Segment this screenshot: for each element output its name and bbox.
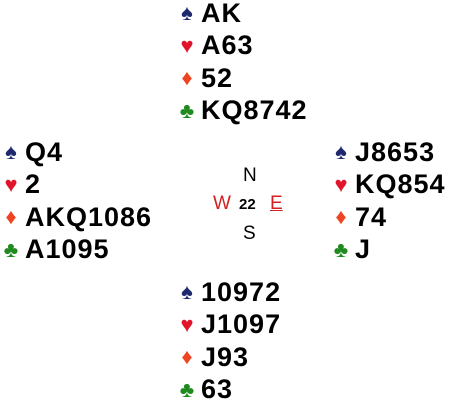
east-spades-row: ♠ J8653 [330,136,446,169]
heart-icon: ♥ [176,314,198,336]
south-hearts: J1097 [198,311,281,338]
east-diamonds-row: ♦ 74 [330,201,446,234]
club-icon: ♣ [176,100,198,122]
east-hearts-row: ♥ KQ854 [330,169,446,202]
spade-icon: ♠ [176,281,198,303]
south-hearts-row: ♥ J1097 [176,309,281,342]
east-hand: ♠ J8653 ♥ KQ854 ♦ 74 ♣ J [330,136,446,266]
south-clubs: 63 [198,376,233,403]
diamond-icon: ♦ [176,67,198,89]
diamond-icon: ♦ [330,206,352,228]
compass-west-label: W [213,194,231,213]
west-hearts-row: ♥ 2 [0,169,152,202]
north-hand: ♠ AK ♥ A63 ♦ 52 ♣ KQ8742 [176,0,308,127]
club-icon: ♣ [176,379,198,401]
north-hearts-row: ♥ A63 [176,30,308,63]
south-diamonds-row: ♦ J93 [176,341,281,374]
west-hearts: 2 [22,171,41,198]
west-spades: Q4 [22,139,63,166]
east-hearts: KQ854 [352,171,446,198]
west-clubs: A1095 [22,236,110,263]
compass-north-label: N [243,166,257,185]
club-icon: ♣ [0,239,22,261]
south-clubs-row: ♣ 63 [176,374,281,406]
club-icon: ♣ [330,239,352,261]
compass-rose: N W 22 E S [210,162,290,247]
north-clubs-row: ♣ KQ8742 [176,95,308,128]
diamond-icon: ♦ [0,206,22,228]
west-spades-row: ♠ Q4 [0,136,152,169]
west-clubs-row: ♣ A1095 [0,234,152,267]
spade-icon: ♠ [0,141,22,163]
diamond-icon: ♦ [176,346,198,368]
heart-icon: ♥ [176,35,198,57]
west-diamonds: AKQ1086 [22,204,152,231]
north-clubs: KQ8742 [198,97,308,124]
north-diamonds: 52 [198,65,233,92]
east-clubs-row: ♣ J [330,234,446,267]
north-hearts: A63 [198,32,254,59]
spade-icon: ♠ [176,2,198,24]
south-spades: 10972 [198,279,281,306]
compass-east-label: E [270,194,283,213]
east-diamonds: 74 [352,204,387,231]
south-diamonds: J93 [198,344,249,371]
west-hand: ♠ Q4 ♥ 2 ♦ AKQ1086 ♣ A1095 [0,136,152,266]
north-spades: AK [198,0,242,27]
board-number: 22 [239,197,256,212]
heart-icon: ♥ [330,174,352,196]
south-spades-row: ♠ 10972 [176,276,281,309]
spade-icon: ♠ [330,141,352,163]
heart-icon: ♥ [0,174,22,196]
east-clubs: J [352,236,371,263]
south-hand: ♠ 10972 ♥ J1097 ♦ J93 ♣ 63 [176,276,281,406]
north-spades-row: ♠ AK [176,0,308,30]
compass-south-label: S [243,224,256,243]
west-diamonds-row: ♦ AKQ1086 [0,201,152,234]
north-diamonds-row: ♦ 52 [176,62,308,95]
east-spades: J8653 [352,139,435,166]
